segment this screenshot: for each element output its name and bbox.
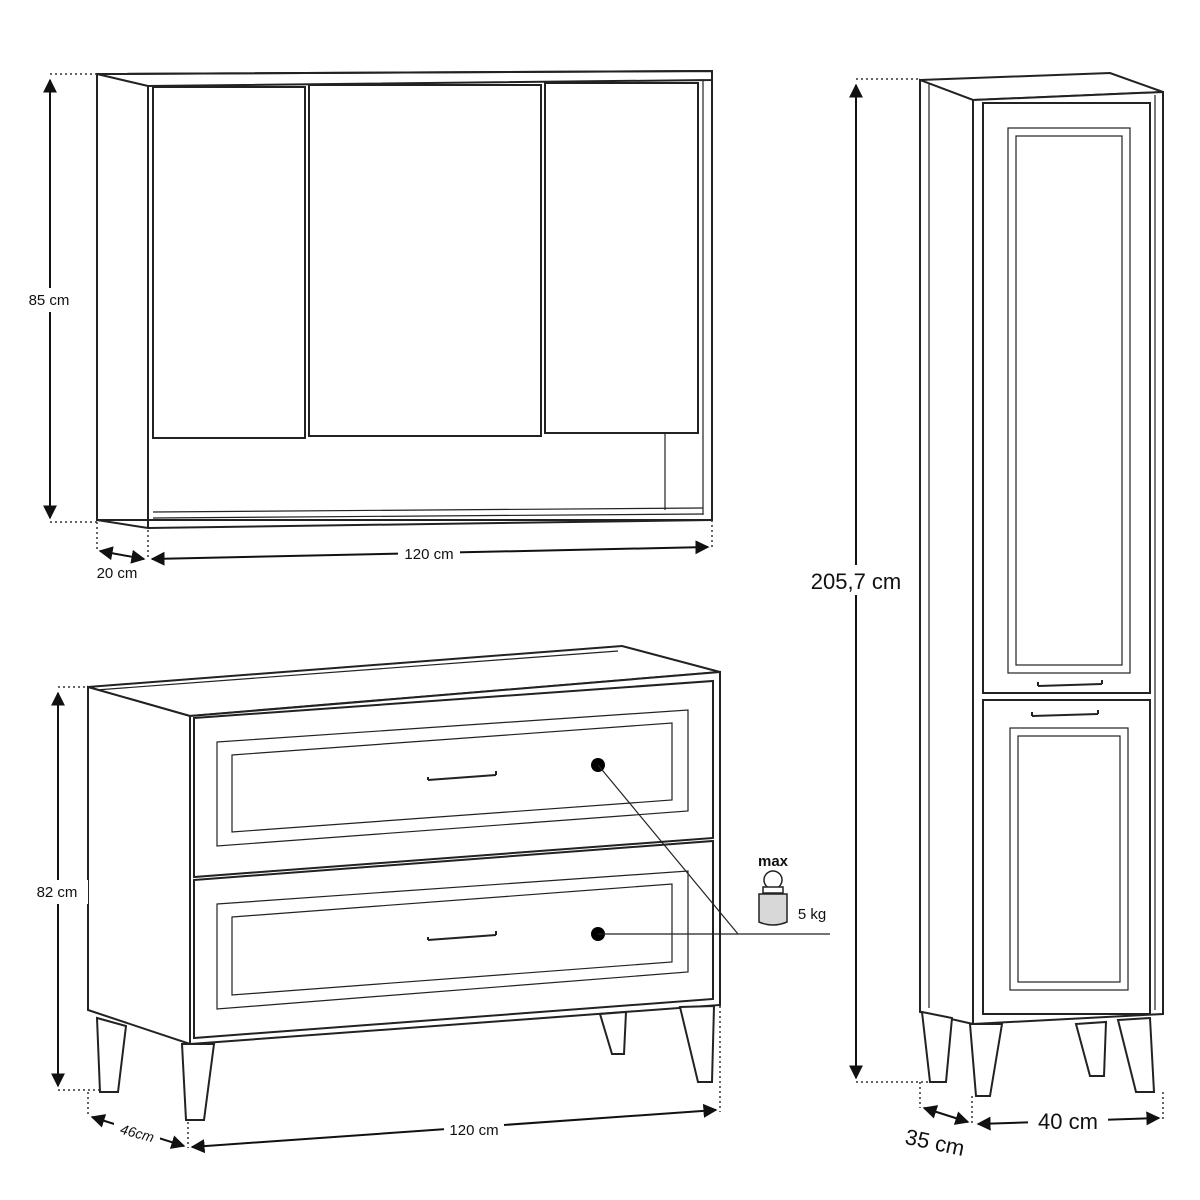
wall-cabinet: 85 cm 20 cm 120 cm <box>20 69 713 582</box>
dresser: 82 cm 46cm 120 cm <box>28 644 721 1154</box>
center-door <box>308 84 542 437</box>
wall-cabinet-depth-line <box>98 546 146 564</box>
tall-cabinet-width-label: 40 cm <box>1038 1109 1098 1134</box>
bottom-drawer <box>193 839 714 1040</box>
weight-icon <box>758 870 788 926</box>
bottom-drawer-handle <box>427 931 497 941</box>
upper-door <box>982 102 1151 694</box>
top-drawer-handle <box>427 771 497 781</box>
dresser-width-label: 120 cm <box>449 1122 498 1139</box>
tall-cabinet-depth-label: 35 cm <box>903 1124 967 1161</box>
wall-cabinet-height-label: 85 cm <box>29 292 70 309</box>
tall-cabinet-depth-line <box>922 1105 970 1125</box>
wall-cabinet-width-label: 120 cm <box>404 546 453 563</box>
tall-cabinet-height-label: 205,7 cm <box>811 569 902 594</box>
top-drawer <box>193 679 714 879</box>
dresser-height-label: 82 cm <box>37 884 78 901</box>
right-door <box>544 82 699 434</box>
max-label: max <box>758 853 789 870</box>
lower-door-handle <box>1031 710 1099 717</box>
tall-cabinet: 205,7 cm 35 cm 40 cm <box>800 71 1164 1161</box>
upper-door-handle <box>1037 680 1103 687</box>
weight-label: 5 kg <box>798 906 826 923</box>
lower-door <box>982 699 1151 1015</box>
left-door <box>152 86 306 439</box>
drawer-load-indicator: max 5 kg <box>591 758 830 941</box>
wall-cabinet-depth-label: 20 cm <box>97 565 138 582</box>
